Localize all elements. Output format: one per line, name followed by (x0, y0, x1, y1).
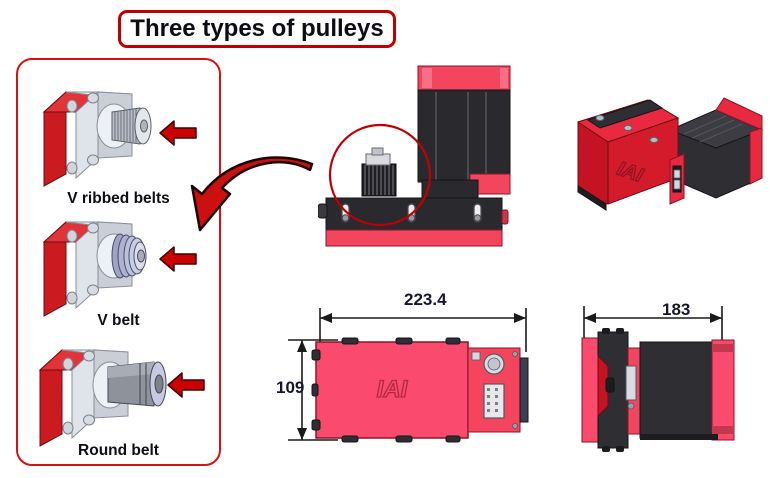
left-arrow-icon (159, 120, 197, 146)
height-dimension-label: 109 (276, 378, 305, 397)
pulley-item-v-ribbed-belts: V ribbed belts (18, 82, 219, 207)
left-arrow-icon (167, 372, 205, 398)
v-belt-pulley-icon (42, 220, 147, 317)
title-box: Three types of pulleys (118, 10, 396, 48)
round-belt-pulley-icon (38, 348, 167, 447)
curved-down-left-arrow-icon (190, 156, 314, 232)
pulley-item-label: Round belt (78, 442, 159, 459)
pulley-highlight-circle (328, 123, 432, 227)
left-arrow-icon (159, 246, 197, 272)
pulley-item-label: V belt (97, 312, 140, 329)
actuator-side-view-with-motor (318, 65, 511, 247)
width-dimension-label: 223.4 (404, 290, 447, 309)
actuator-front-view-dimensioned: IAI (288, 308, 529, 443)
pulley-item-label: V ribbed belts (67, 190, 170, 207)
brand-logo: IAI (377, 376, 409, 403)
actuator-isometric-view: IAI (576, 97, 764, 211)
v-ribbed-pulley-icon (42, 90, 152, 187)
pulley-item-v-belt: V belt (18, 212, 219, 330)
page-title: Three types of pulleys (130, 15, 384, 42)
height-dimension-line (288, 339, 338, 441)
depth-dimension-label: 183 (662, 300, 691, 319)
pulley-types-panel: V ribbed belts (16, 58, 221, 466)
pulley-item-round-belt: Round belt (18, 338, 219, 464)
actuator-side-view-dimensioned (581, 306, 735, 452)
